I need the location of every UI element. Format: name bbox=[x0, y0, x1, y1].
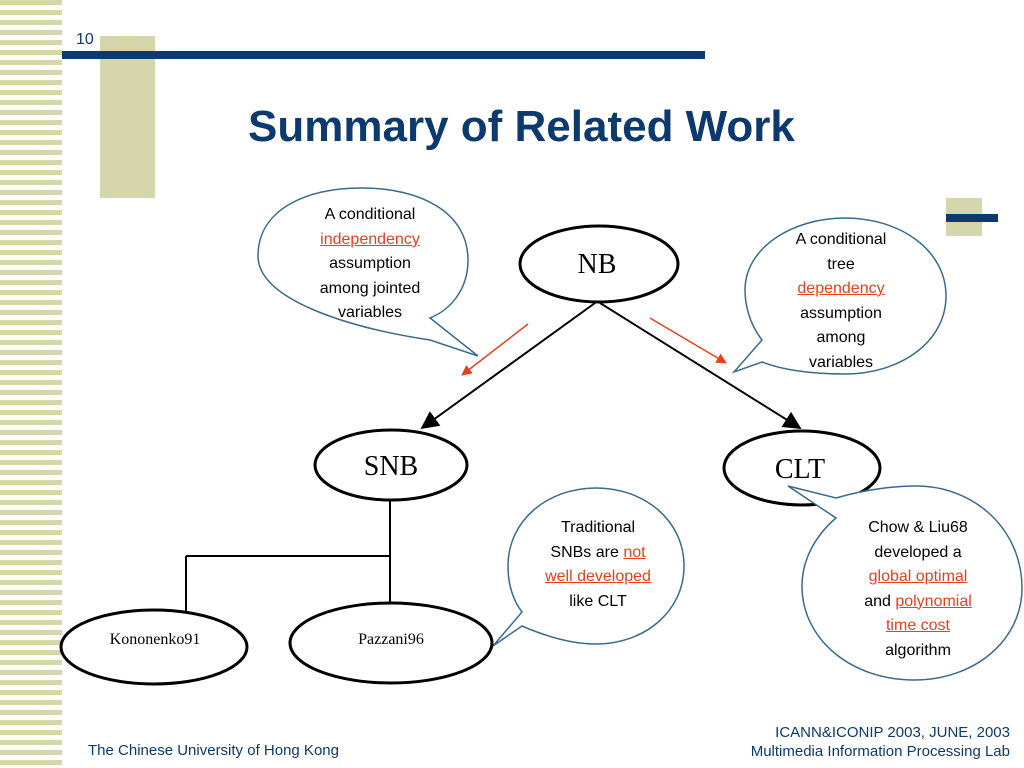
node-pazzani-label: Pazzani96 bbox=[358, 631, 424, 648]
top-accent-bar bbox=[62, 51, 705, 59]
node-snb bbox=[313, 428, 469, 502]
node-nb bbox=[518, 224, 680, 304]
highlight-well-developed: well developed bbox=[545, 568, 651, 585]
callout-chow: Chow & Liu68 developed a global optimal … bbox=[836, 516, 1000, 663]
footer-university: The Chinese University of Hong Kong bbox=[88, 742, 339, 759]
edge-nb-clt bbox=[599, 302, 802, 429]
tan-accent-block bbox=[100, 36, 155, 198]
callout-traditional: Traditional SNBs are not well developed … bbox=[520, 516, 676, 614]
node-pazzani bbox=[288, 601, 494, 685]
red-arrow-right bbox=[649, 317, 727, 364]
highlight-polynomial: polynomial bbox=[895, 592, 972, 610]
slide-number: 10 bbox=[76, 31, 94, 48]
slide-title: Summary of Related Work bbox=[248, 102, 795, 151]
node-kononenko-label: Kononenko91 bbox=[110, 631, 201, 648]
node-clt-label: CLT bbox=[775, 454, 825, 485]
highlight-time-cost: time cost bbox=[885, 617, 950, 634]
callout-bubble-dependency bbox=[731, 217, 947, 375]
striped-margin bbox=[0, 0, 62, 768]
callout-bubble-chow bbox=[787, 485, 1023, 681]
highlight-dependency: dependency bbox=[797, 280, 885, 297]
highlight-not: not bbox=[623, 543, 646, 561]
callout-bubble-traditional bbox=[492, 487, 685, 647]
highlight-independency: independency bbox=[320, 230, 420, 248]
callout-independency: A conditional independency assumption am… bbox=[290, 203, 450, 326]
node-nb-label: NB bbox=[578, 249, 617, 280]
highlight-global-optimal: global optimal bbox=[868, 568, 968, 585]
red-arrow-left bbox=[461, 323, 529, 376]
edge-nb-snb bbox=[420, 302, 596, 430]
node-clt bbox=[722, 429, 882, 507]
node-kononenko bbox=[59, 608, 249, 686]
callout-dependency: A conditional tree dependency assumption… bbox=[766, 228, 916, 375]
footer-conference: ICANN&ICONIP 2003, JUNE, 2003 Multimedia… bbox=[750, 724, 1010, 760]
node-snb-label: SNB bbox=[364, 451, 418, 482]
callout-bubble-independency bbox=[257, 187, 479, 357]
right-accent-bar bbox=[946, 214, 998, 222]
